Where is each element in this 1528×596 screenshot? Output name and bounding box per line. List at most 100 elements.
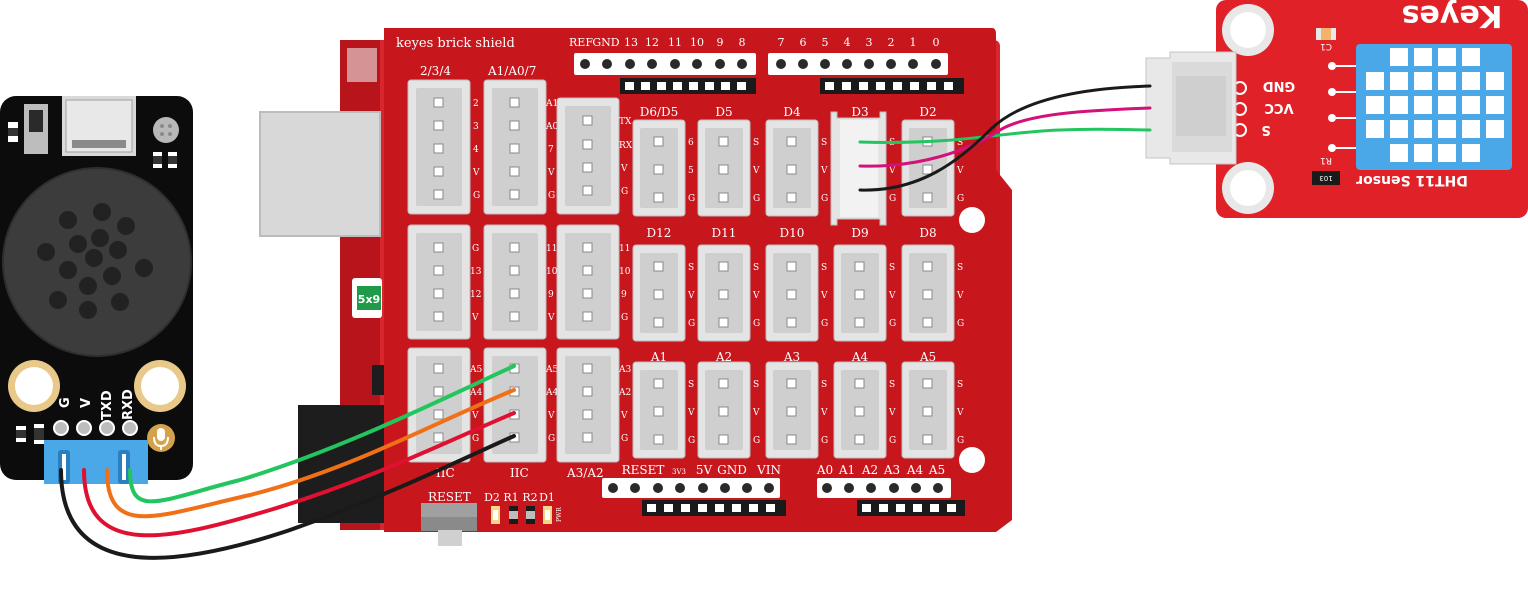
svg-text:RXD: RXD [121,389,136,420]
pin-label: V [687,291,695,301]
svg-text:4: 4 [844,36,851,49]
port-a5[interactable]: SVG [901,361,964,459]
sensor-cell [1414,72,1432,90]
connector-col1-row1[interactable]: 2 3 4 V G [407,79,480,215]
port-d8[interactable]: SVG [901,244,964,342]
speaker-blue-connector[interactable] [44,440,148,484]
port-label: D2 [919,105,936,119]
port-label: A1 [650,350,667,364]
pin-label: G [957,436,964,446]
port-d4[interactable]: SVG [765,119,828,217]
wire-green-rxd [128,364,516,504]
connector-a3a2[interactable]: A3 A2 V G [556,347,631,463]
port-d6-d5[interactable]: 65G [632,119,695,217]
svg-text:A5: A5 [545,365,558,375]
port-a4[interactable]: SVG [833,361,896,459]
connector-col1-row2[interactable]: G 13 12 V [407,224,482,340]
sensor-cell [1390,72,1408,90]
shield-title: keyes brick shield [396,36,515,51]
top-pin-header-right [768,53,964,94]
col2-header: A1/A0/7 [487,64,536,78]
port-d10[interactable]: SVG [765,244,828,342]
port-label: D9 [851,226,868,240]
svg-text:1: 1 [910,36,917,49]
connector-uart[interactable]: TX RX V G [556,97,633,215]
reset-button[interactable] [421,503,477,546]
port-d9[interactable]: SVG [833,244,896,342]
svg-text:G: G [548,191,555,201]
port-d2[interactable]: SVG [901,119,964,217]
svg-text:V: V [472,168,480,178]
svg-text:A2: A2 [618,388,631,398]
port-d5[interactable]: SVG [697,119,760,217]
port-d12[interactable]: SVG [632,244,695,342]
port-d3[interactable]: SVG [888,138,896,204]
sensor-cell [1438,48,1456,66]
a3a2-label: A3/A2 [566,466,604,480]
pin-label: G [889,319,896,329]
sensor-cell [1438,96,1456,114]
port-label: D10 [780,226,805,240]
usb-port [260,112,380,236]
wires [59,84,1152,560]
port-a2[interactable]: SVG [697,361,760,459]
analog-pin-header [817,478,965,516]
svg-text:5V: 5V [696,463,713,477]
svg-text:GND: GND [717,463,747,477]
dht11-pin-labels: GND VCC S [1261,78,1295,137]
pin-label: V [752,291,760,301]
connector-col2-row2[interactable]: 11 10 9 V [483,224,558,340]
led-labels: D2 R1 R2 D1 [484,491,555,504]
svg-text:7: 7 [778,36,785,49]
pin-label: S [957,380,963,390]
pin-label: V [956,166,964,176]
sensor-cell [1438,72,1456,90]
sensor-cell [1366,120,1384,138]
svg-text:VIN: VIN [756,463,781,477]
keyes-brick-shield: keyes brick shield REF GND 13 12 11 10 9… [384,28,1012,546]
sensor-cell [1438,144,1456,162]
pin-label: G [688,319,695,329]
sensor-cell [1438,120,1456,138]
sensor-cell [1462,48,1480,66]
svg-text:0: 0 [933,36,940,49]
svg-text:C1: C1 [1320,41,1332,51]
svg-text:V: V [471,313,479,323]
pin-label: G [688,194,695,204]
pin-label: S [957,263,963,273]
pin-label: V [820,408,828,418]
pin-label: S [821,380,827,390]
port-a1[interactable]: SVG [632,361,695,459]
wire-green-signal [858,127,1152,144]
port-grid: D6/D565GD5SVGD4SVGD3SVGD2SVGD12SVGD11SVG… [632,105,964,459]
pin-label: V [752,408,760,418]
pin-label: S [753,138,759,148]
sensor-cell [1486,72,1504,90]
svg-text:12: 12 [470,290,481,300]
dht11-brand: Keyes [1402,0,1503,33]
svg-text:G: G [621,434,628,444]
svg-text:9: 9 [621,290,627,300]
wire-orange-txd [105,388,516,519]
port-d11[interactable]: SVG [697,244,760,342]
svg-text:A5: A5 [469,365,482,375]
port-d3-plugged[interactable] [830,111,887,226]
analog-labels: A0 A1 A2 A3 A4 A5 [816,463,945,477]
iic-right-label: IIC [510,466,529,480]
sensor-cell [1486,96,1504,114]
sensor-cell [1390,144,1408,162]
status-leds [491,506,552,524]
port-label: D6/D5 [640,105,679,119]
port-label: A5 [919,350,936,364]
svg-text:G: G [472,244,479,254]
svg-text:3: 3 [866,36,873,49]
dht11-connector[interactable] [1145,51,1237,165]
svg-text:A4: A4 [906,463,924,477]
connector-col2-row1[interactable]: A1 A0 7 V G [483,79,558,215]
port-a3[interactable]: S V G [765,361,828,459]
connector-col3-row2[interactable]: 11 10 9 G [556,224,631,340]
pin-label: G [821,436,828,446]
dht11-sensor-grid [1356,44,1512,170]
pin-label: V [687,408,695,418]
